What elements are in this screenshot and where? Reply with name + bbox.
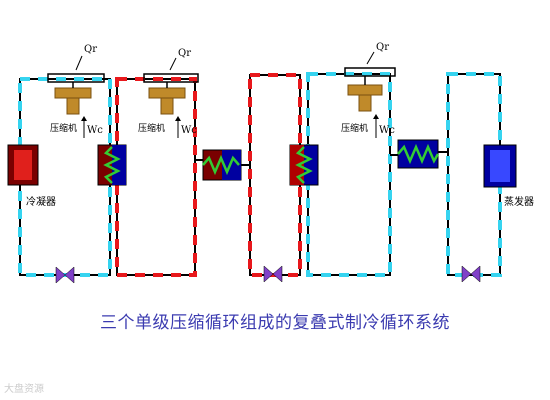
svg-text:Qr: Qr — [84, 44, 97, 55]
svg-text:Qr: Qr — [376, 42, 389, 53]
stage-3b-flow-dashes — [446, 72, 502, 277]
svg-text:Qr: Qr — [178, 48, 191, 59]
condenser — [7, 144, 39, 186]
heat-exchanger-d — [397, 139, 440, 169]
stage-2-flow-dashes — [115, 77, 197, 277]
watermark: 大盘资源 — [4, 384, 44, 395]
stage-3-loop — [306, 72, 398, 277]
expansion-valve-1 — [55, 266, 75, 284]
compressor-3-label: 压缩机 — [341, 122, 368, 134]
work-label-2: Wc — [175, 116, 197, 138]
evaporator-label: 蒸发器 — [504, 195, 534, 208]
condenser-label: 冷凝器 — [26, 195, 56, 208]
compressor-1 — [47, 73, 105, 115]
compressor-2-label: 压缩机 — [138, 122, 165, 134]
stage-1-flow-dashes — [18, 77, 112, 277]
stage-2b-loop — [240, 73, 302, 277]
compressor-1-label: 压缩机 — [50, 122, 77, 134]
heat-label-1: Qr — [75, 44, 97, 71]
stage-1-loop — [18, 77, 112, 277]
heat-label-2: Qr — [169, 48, 191, 71]
diagram-title: 三个单级压缩循环组成的复叠式制冷循环系统 — [100, 313, 450, 333]
heat-exchanger-b — [202, 149, 242, 181]
work-label-3: Wc — [373, 114, 395, 138]
work-label-1: Wc — [81, 116, 103, 138]
coil-d — [397, 143, 440, 165]
svg-text:Wc: Wc — [87, 125, 103, 136]
svg-text:Wc: Wc — [379, 125, 395, 136]
coil-b — [202, 154, 240, 176]
heat-exchanger-c — [289, 144, 319, 186]
coil-c — [295, 146, 313, 184]
stage-3b-loop — [438, 72, 502, 277]
compressor-3 — [344, 67, 396, 112]
heat-exchanger-a — [97, 144, 127, 186]
stage-3-flow-dashes — [306, 72, 392, 277]
evaporator — [483, 144, 517, 188]
stage-2b-flow-dashes — [248, 73, 302, 277]
svg-text:Wc: Wc — [181, 125, 197, 136]
coil-a — [103, 146, 121, 184]
expansion-valve-3 — [461, 265, 481, 283]
heat-label-3: Qr — [366, 42, 389, 65]
compressor-2 — [143, 73, 199, 115]
expansion-valve-2 — [263, 265, 283, 283]
